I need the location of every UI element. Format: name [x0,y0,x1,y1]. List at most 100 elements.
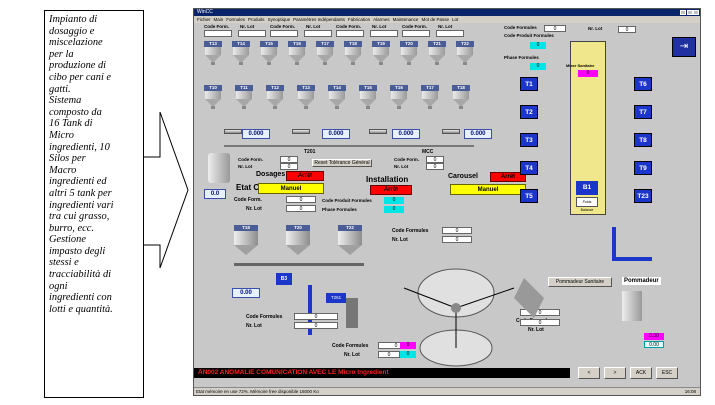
lower-c-code-field[interactable]: 0 [442,227,472,234]
right-tank-right[interactable]: T7 [634,105,652,119]
dosages-state-badge[interactable]: Arrêt [286,171,324,181]
installation-state-badge[interactable]: Arrêt [370,185,412,195]
menu-item[interactable]: Synoptique [267,17,291,22]
mixer-nr-lot-field[interactable]: 0 [280,163,298,170]
carousel-state-badge[interactable]: Arrêt [490,172,526,182]
header-lot-field[interactable] [304,30,332,37]
dosages-mode-badge[interactable]: Manuel [258,183,324,194]
mcc-nr-lot-field[interactable]: 0 [426,163,444,170]
mcc-code-form-field[interactable]: 0 [426,156,444,163]
micro-tank[interactable]: T13 [204,41,222,65]
tank-label: T21 [428,41,446,47]
tank-label: T18 [452,85,470,91]
micro-tank[interactable]: T14 [328,85,346,109]
reset-tolerance-button[interactable]: Reset Tolérance Général [312,159,372,167]
lower-c-lot-field[interactable]: 0 [442,236,472,243]
micro-tank[interactable]: T17 [421,85,439,109]
micro-tank[interactable]: T12 [266,85,284,109]
carousel-mode-badge[interactable]: Manuel [450,184,526,195]
ack-button[interactable]: ACK [630,367,652,379]
header-lot-field[interactable] [238,30,266,37]
nav-back-button[interactable]: < [578,367,600,379]
micro-tank[interactable]: T15 [359,85,377,109]
lower-a-lot-field[interactable]: 0 [294,322,338,329]
close-button[interactable] [693,10,699,15]
etat-code-produit-label: Code Produit Formules [322,198,372,203]
header-lot-field[interactable] [436,30,464,37]
code-produit-value[interactable]: 0 [530,42,546,49]
micro-tank[interactable]: T18 [452,85,470,109]
menu-item[interactable]: Produits [248,17,265,22]
menu-item[interactable]: Main [213,17,224,22]
tank-body [233,47,249,55]
tank-body [453,91,469,99]
menu-item[interactable]: Mot de Passe [421,17,449,22]
right-tank-left[interactable]: T2 [520,105,538,119]
header-code-field[interactable] [402,30,430,37]
nr-lot-field[interactable]: 0 [618,26,636,33]
esc-button[interactable]: ESC [656,367,678,379]
nav-forward-button[interactable]: > [604,367,626,379]
menu-item[interactable]: Paramètres Indépendants [293,17,345,22]
micro-tank[interactable]: T15 [260,41,278,65]
micro-tank[interactable]: T17 [316,41,334,65]
menu-item[interactable]: Formules [226,17,246,22]
silo-tag: T20 [286,225,310,231]
right-tank-left[interactable]: T5 [520,189,538,203]
micro-tank[interactable]: T18 [344,41,362,65]
maximize-button[interactable] [687,10,693,15]
minimize-button[interactable] [680,10,686,15]
tank-spout [211,106,215,109]
macro-silo-2[interactable]: T20 [286,225,310,257]
menu-item[interactable]: Alarmes [373,17,390,22]
lower-b-code-label: Code Formules [332,343,369,349]
header-code-label: Code Form. [204,24,230,29]
tank-cone [453,99,469,107]
menu-item[interactable]: Fabrication [347,17,371,22]
right-tank-right[interactable]: T8 [634,133,652,147]
micro-tank[interactable]: T21 [428,41,446,65]
header-code-field[interactable] [204,30,232,37]
micro-tank[interactable]: T22 [456,41,474,65]
lower-d-lot-field[interactable]: 0 [520,319,560,326]
menu-item[interactable]: Lot [451,17,459,22]
lower-d-code-field[interactable]: 0 [520,309,560,316]
tank-spout [428,106,432,109]
code-formules-field[interactable]: 0 [544,25,566,32]
phase-formules-value[interactable]: 0 [530,63,546,70]
mixer-code-form-field[interactable]: 0 [280,156,298,163]
right-tank-left[interactable]: T4 [520,161,538,175]
micro-tank[interactable]: T13 [297,85,315,109]
header-code-field[interactable] [336,30,364,37]
scale-value-2: 0.000 [322,129,350,139]
header-lot-field[interactable] [370,30,398,37]
right-tank-right[interactable]: T9 [634,161,652,175]
lower-b-lot-field[interactable]: 0 [378,351,400,358]
lower-a-code-field[interactable]: 0 [294,313,338,320]
pommadeur-sanitaire-button[interactable]: Pommadeur Sanitaire [548,277,612,287]
micro-tank[interactable]: T10 [204,85,222,109]
micro-tank[interactable]: T14 [232,41,250,65]
right-tank-left[interactable]: T3 [520,133,538,147]
macro-silo-3[interactable]: T22 [338,225,362,257]
menu-item[interactable]: Maintenance [392,17,419,22]
silo-tag: T22 [338,225,362,231]
macro-silo-1[interactable]: T18 [234,225,258,257]
exit-icon[interactable]: ⇥ [672,37,696,57]
right-tank-left[interactable]: T1 [520,77,538,91]
micro-tank[interactable]: T19 [372,41,390,65]
etat-nr-lot-field[interactable]: 0 [286,205,316,212]
caption-text: Impianto di dosaggio e miscelazione per … [49,14,114,315]
menu-item[interactable]: Fichier [197,17,211,22]
etat-code-form-field[interactable]: 0 [286,196,316,203]
micro-tank[interactable]: T16 [288,41,306,65]
right-tank-right[interactable]: T6 [634,77,652,91]
pommadeur-title: Pommadeur [622,277,661,285]
micro-tank[interactable]: T16 [390,85,408,109]
tank-body [401,47,417,55]
micro-tank[interactable]: T11 [235,85,253,109]
micro-tank[interactable]: T20 [400,41,418,65]
header-code-field[interactable] [270,30,298,37]
tank-body [345,47,361,55]
right-tank-right[interactable]: T23 [634,189,652,203]
